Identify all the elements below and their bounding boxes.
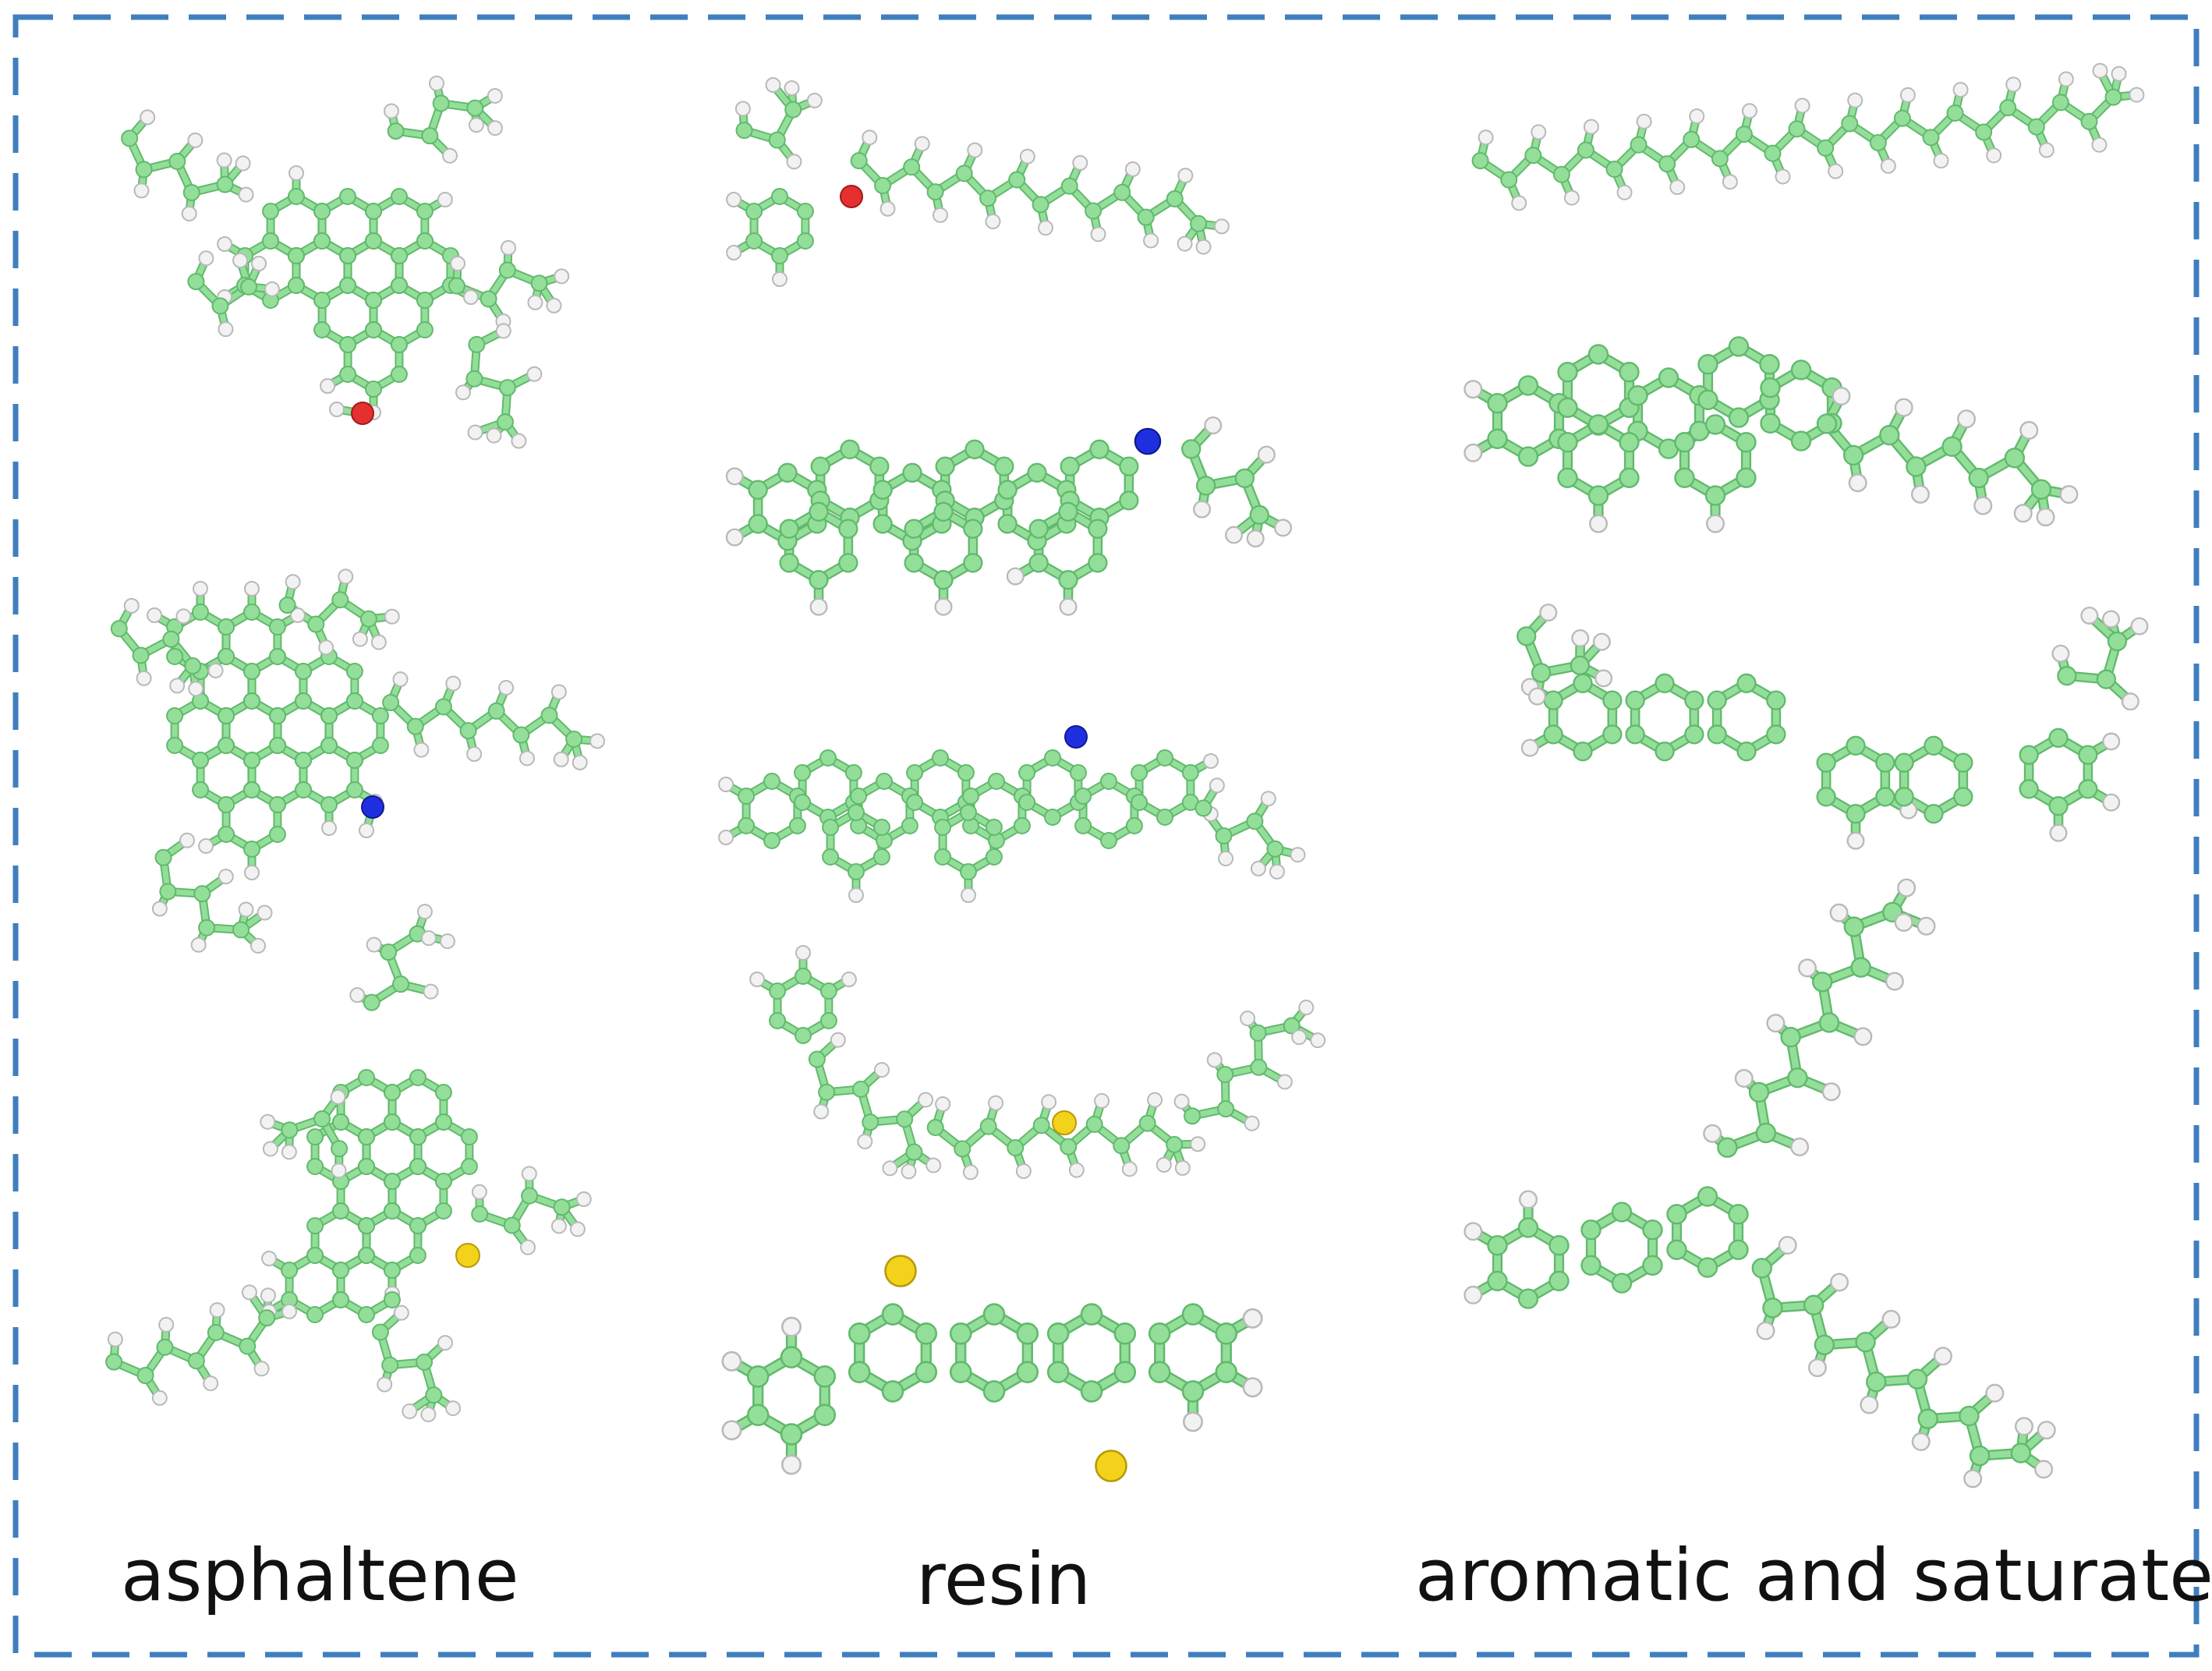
asphaltene-molecule-1 bbox=[121, 75, 570, 449]
asphaltene-molecule-2 bbox=[110, 568, 606, 954]
label-aromatic-and-saturate: aromatic and saturate bbox=[1415, 1534, 2212, 1617]
label-resin: resin bbox=[916, 1538, 1092, 1621]
dashed-frame bbox=[12, 14, 2200, 1658]
asphaltene-molecule-3 bbox=[105, 904, 592, 1422]
saturate-molecule-1 bbox=[1471, 62, 2145, 211]
resin-molecule-3 bbox=[718, 725, 1306, 903]
resin-molecule-1 bbox=[726, 76, 1230, 287]
resin-molecule-4 bbox=[749, 945, 1326, 1181]
resin-molecule-5 bbox=[721, 1255, 1263, 1482]
resin-molecule-2 bbox=[725, 416, 1292, 616]
aromatic-molecule-2 bbox=[1463, 878, 2056, 1489]
saturate-molecule-2 bbox=[1463, 336, 2079, 533]
aromatic-molecule-1 bbox=[1517, 604, 2149, 850]
label-asphaltene: asphaltene bbox=[121, 1534, 519, 1617]
